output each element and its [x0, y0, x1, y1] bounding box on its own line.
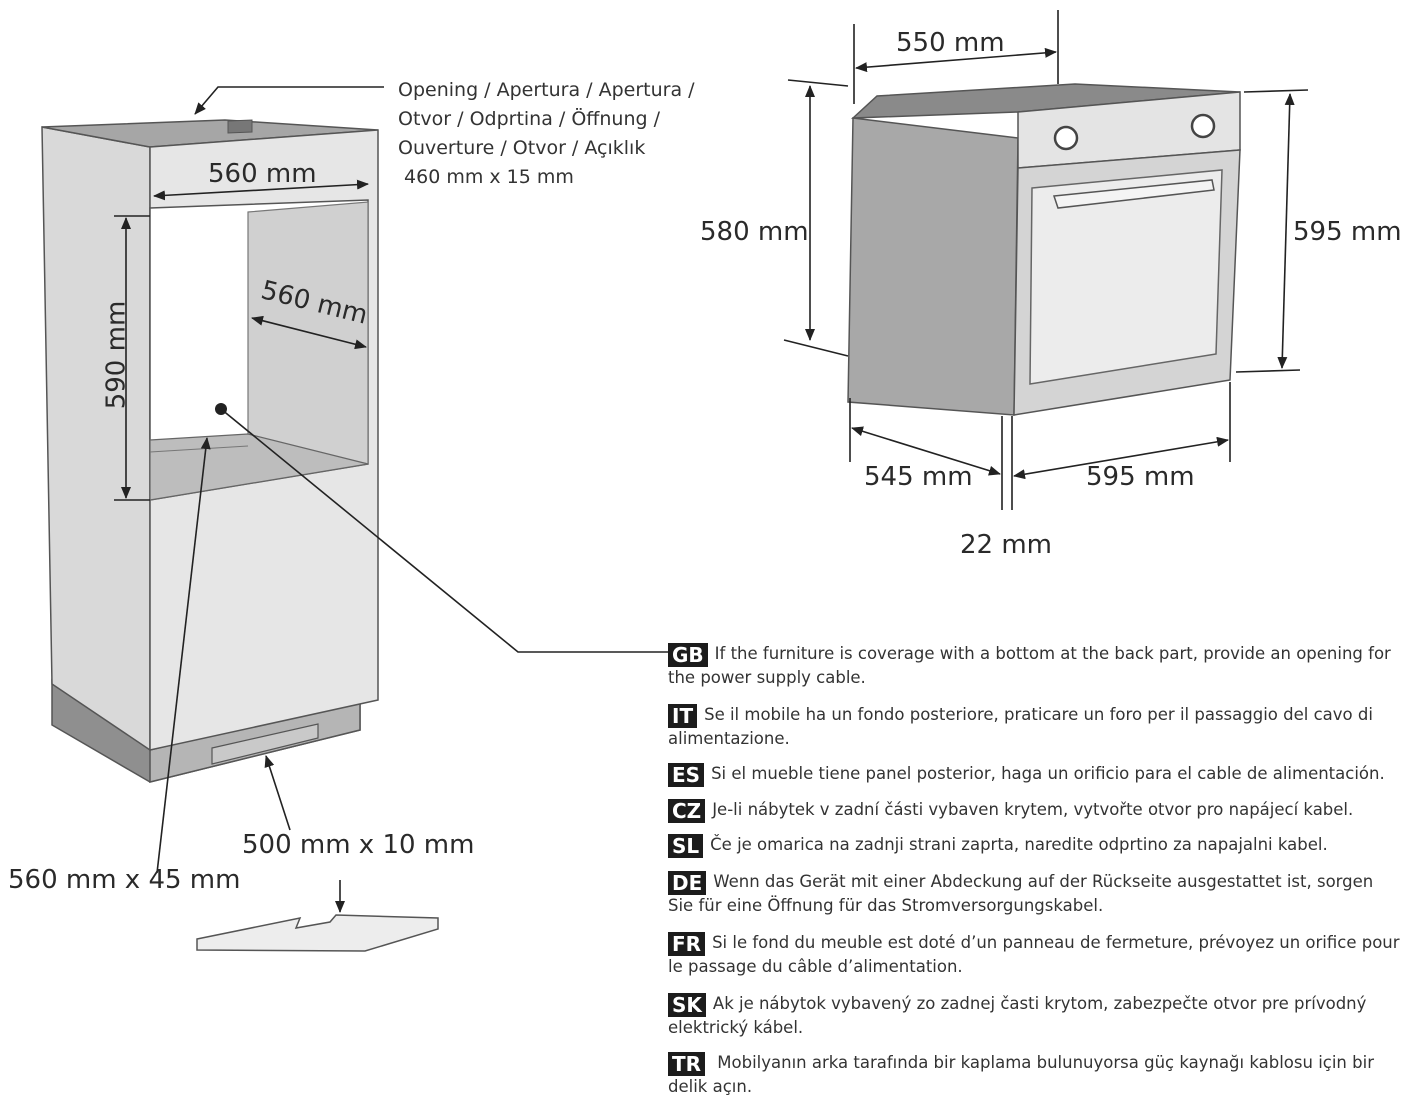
- oven-dimension-lines: [783, 10, 1309, 510]
- instruction-text: Se il mobile ha un fondo posteriore, pra…: [668, 705, 1373, 748]
- bottom-shelf-part: [196, 914, 439, 952]
- oven-body-height-label: 580 mm: [700, 217, 809, 247]
- language-code-badge: CZ: [668, 799, 706, 823]
- language-code-badge: GB: [668, 643, 708, 667]
- instruction-text: If the furniture is coverage with a bott…: [668, 644, 1391, 687]
- oven-window: [1029, 169, 1223, 385]
- instruction-sl: SL Če je omarica na zadnji strani zaprta,…: [668, 834, 1402, 858]
- language-code-badge: ES: [668, 763, 705, 787]
- opening-note-line: Ouverture / Otvor / Açıklık: [398, 137, 646, 159]
- cabinet-side-panel: [41, 126, 151, 752]
- bottom-slot-opening: [211, 723, 319, 765]
- instruction-text: Ak je nábytok vybavený zo zadnej časti k…: [668, 994, 1367, 1037]
- language-code-badge: DE: [668, 871, 707, 895]
- instruction-tr: TR Mobilyanın arka tarafında bir kaplama…: [668, 1052, 1402, 1098]
- bottom-slot-label: 500 mm x 10 mm: [242, 830, 475, 860]
- instruction-text: Si le fond du meuble est doté d’un panne…: [668, 933, 1400, 976]
- oven-front-height-label: 595 mm: [1293, 217, 1402, 247]
- cabinet-dimension-lines: [114, 86, 690, 874]
- front-slot-label: 560 mm x 45 mm: [8, 865, 241, 895]
- opening-note: Opening / Apertura / Apertura / Otvor / …: [398, 76, 695, 192]
- oven-front-width-label: 595 mm: [1086, 462, 1195, 492]
- cabinet-height-label: 590 mm: [101, 300, 132, 410]
- instruction-text: Mobilyanın arka tarafında bir kaplama bu…: [668, 1053, 1374, 1096]
- opening-note-size: 460 mm x 15 mm: [398, 166, 574, 188]
- knob-icon: [1053, 125, 1079, 151]
- language-code-badge: IT: [668, 704, 698, 728]
- instruction-cz: CZ Je-li nábytek v zadní části vybaven kr…: [668, 799, 1402, 823]
- oven-illustration: [847, 83, 1241, 416]
- oven-panel-thickness-label: 22 mm: [960, 530, 1053, 560]
- oven-depth-label: 545 mm: [864, 462, 973, 492]
- oven-top-width-label: 550 mm: [896, 28, 1005, 58]
- oven-handle: [1052, 179, 1215, 209]
- knob-icon: [1190, 113, 1216, 139]
- instruction-text: Je-li nábytek v zadní části vybaven kryt…: [712, 800, 1354, 819]
- cabinet-illustration: [41, 119, 439, 952]
- instruction-text: Si el mueble tiene panel posterior, haga…: [711, 764, 1385, 783]
- instruction-text: Če je omarica na zadnji strani zaprta, n…: [710, 835, 1328, 854]
- oven-top: [850, 83, 1241, 119]
- instruction-es: ES Si el mueble tiene panel posterior, ha…: [668, 763, 1402, 787]
- oven-body: [847, 117, 1019, 416]
- language-code-badge: TR: [668, 1052, 706, 1076]
- opening-note-line: Opening / Apertura / Apertura /: [398, 79, 695, 101]
- language-code-badge: FR: [668, 932, 706, 956]
- cabinet-width-label: 560 mm: [208, 159, 317, 189]
- instruction-text: Wenn das Gerät mit einer Abdeckung auf d…: [668, 872, 1374, 915]
- language-code-badge: SK: [668, 993, 706, 1017]
- opening-note-line: Otvor / Odprtina / Öffnung /: [398, 108, 661, 130]
- language-code-badge: SL: [668, 834, 704, 858]
